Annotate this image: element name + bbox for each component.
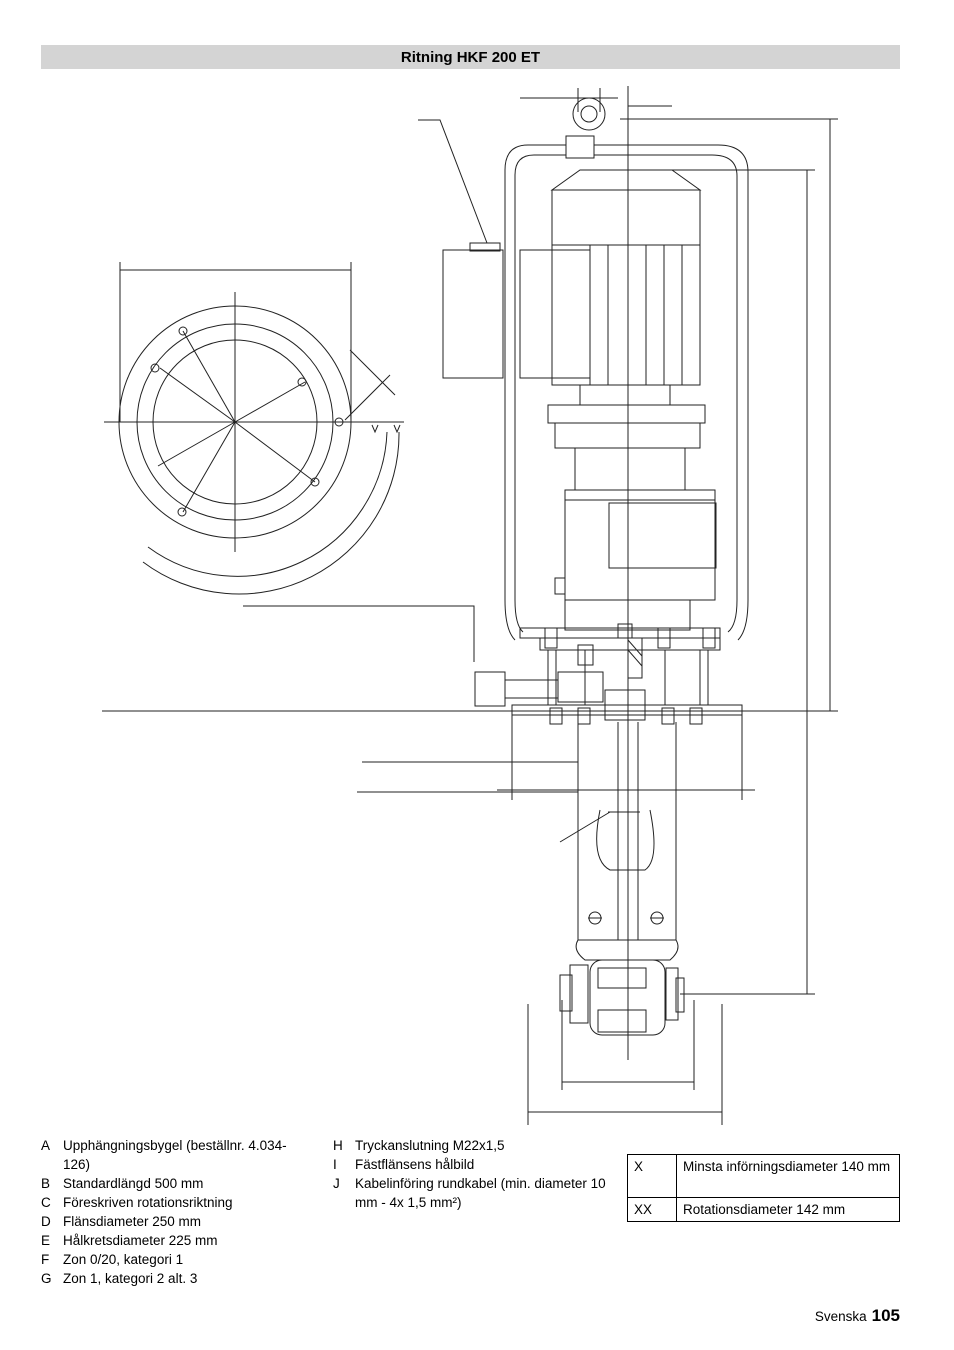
page-footer: Svenska 105 — [815, 1306, 900, 1326]
footer-language: Svenska — [814, 1309, 867, 1324]
table-value-cell: Rotationsdiameter 142 mm — [676, 1197, 900, 1222]
section-title-bar: Ritning HKF 200 ET — [41, 45, 900, 69]
mounting-flange — [474, 623, 743, 725]
table-key-cell: X — [627, 1154, 677, 1198]
diameter-table: X Minsta införningsdiameter 140 mm XX Ro… — [627, 1154, 900, 1222]
table-value-cell: Minsta införningsdiameter 140 mm — [676, 1154, 900, 1198]
table-row: XX Rotationsdiameter 142 mm — [627, 1197, 900, 1222]
lifting-bracket — [504, 97, 749, 641]
pump-head — [559, 939, 685, 1036]
section-title: Ritning HKF 200 ET — [400, 48, 541, 66]
motor-body — [442, 169, 717, 631]
dimension-lines — [102, 86, 838, 1125]
table-row: X Minsta införningsdiameter 140 mm — [627, 1154, 900, 1198]
pump-tube — [577, 722, 677, 941]
page-number: 105 — [871, 1306, 900, 1325]
leader-lines — [243, 105, 672, 843]
technical-drawing — [102, 86, 838, 1125]
table-key-cell: XX — [627, 1197, 677, 1222]
flange-hole-pattern — [104, 262, 404, 595]
